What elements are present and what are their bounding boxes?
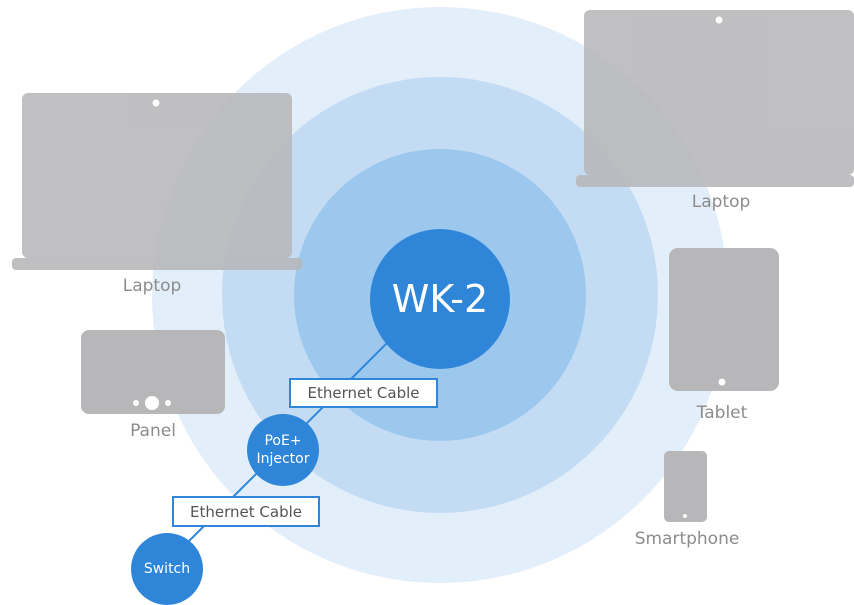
ethernet-cable-lower-text: Ethernet Cable (190, 502, 302, 521)
panel-icon (81, 330, 225, 414)
switch-label: Switch (143, 561, 191, 577)
tablet-label: Tablet (696, 403, 748, 423)
laptop-left-label: Laptop (122, 276, 182, 296)
laptop-right-label: Laptop (691, 192, 751, 212)
wk2-hub: WK-2 (370, 229, 510, 369)
poe-injector-label-line2: Injector (256, 451, 310, 467)
wk2-label: WK-2 (391, 277, 489, 321)
smartphone-icon (664, 451, 707, 522)
tablet-icon (669, 248, 779, 391)
poe-injector-node: PoE+ Injector (247, 414, 319, 486)
smartphone-label: Smartphone (634, 529, 740, 549)
panel-label: Panel (130, 421, 176, 441)
ethernet-cable-upper-text: Ethernet Cable (307, 384, 420, 402)
ethernet-cable-upper-label: Ethernet Cable (289, 378, 438, 408)
poe-injector-label-line1: PoE+ (264, 433, 302, 449)
switch-node: Switch (131, 533, 203, 605)
ethernet-cable-lower-label: Ethernet Cable (172, 496, 320, 527)
laptop-left-icon (12, 93, 302, 270)
laptop-right-icon (576, 10, 854, 187)
